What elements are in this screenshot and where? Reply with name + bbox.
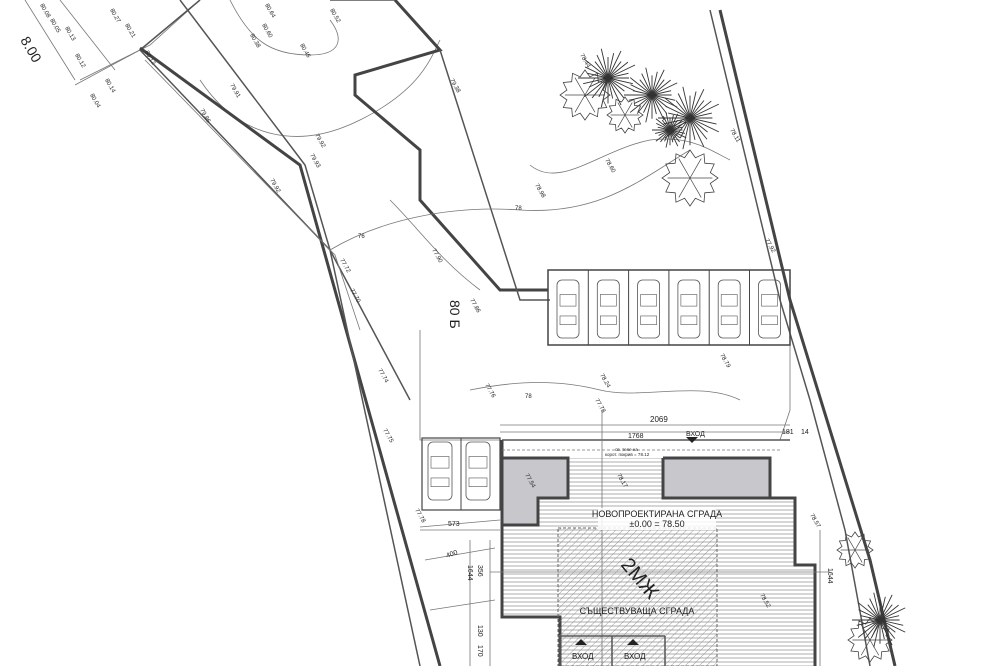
spot-elevation: 77.75 <box>381 428 394 445</box>
road-width-label: 8.00 <box>17 34 45 66</box>
spot-elevation: 77.78 <box>593 398 606 415</box>
parking-space <box>758 279 781 339</box>
ground-note: св. теле на <box>615 447 638 452</box>
entrance-arrow-icon <box>575 639 587 645</box>
dimension-356: 356 <box>476 565 483 577</box>
tree-icon <box>578 48 636 108</box>
spot-elevation: 77.72 <box>338 258 351 275</box>
spot-elevation: 79.38 <box>448 78 461 95</box>
shrub-icon <box>661 149 719 207</box>
spot-elevation: 77.90 <box>430 248 443 265</box>
svg-text:ВХОД: ВХОД <box>572 652 594 661</box>
parking-space <box>637 279 660 339</box>
spot-elevation: 78.79 <box>718 353 731 370</box>
entrance-arrow-icon <box>686 437 698 443</box>
car-icon <box>465 441 491 501</box>
ground-note: корот. покрив = 78.12 <box>605 452 650 457</box>
entrance-arrow-icon <box>627 639 639 645</box>
car-icon <box>717 279 741 339</box>
plot-number: 80 Б <box>447 300 463 329</box>
spot-elevation: 80.12 <box>73 53 86 70</box>
spot-elevation: 77.74 <box>376 368 389 385</box>
parking-space <box>596 279 620 339</box>
entrance-bottom-2: ВХОД <box>624 639 646 661</box>
spot-elevation: 80.64 <box>263 3 276 20</box>
spot-elevation: 80.13 <box>63 26 76 43</box>
parking-row <box>547 269 791 346</box>
tree-icon <box>624 67 678 123</box>
car-icon <box>637 279 660 339</box>
dimension-170: 170 <box>476 645 483 657</box>
contour-label: 78 <box>515 206 522 212</box>
spot-elevation: 80.21 <box>123 23 136 40</box>
spot-elevation: 80.52 <box>328 8 341 25</box>
spot-elevation: 78.24 <box>598 373 611 390</box>
tree-icon <box>652 112 687 148</box>
dimension-181: 181 <box>782 429 794 436</box>
spot-elevation: 80.08 <box>38 3 51 20</box>
car-icon <box>758 279 781 339</box>
car-icon <box>596 279 620 339</box>
spot-elevation: 80.05 <box>48 18 61 35</box>
new-building-label: НОВОПРОЕКТИРАНА СГРАДА <box>592 509 722 519</box>
dimension-2069: 2069 <box>650 415 668 424</box>
contour-label: 78 <box>525 394 532 400</box>
contour-lines <box>329 138 741 401</box>
existing-building-label: СЪЩЕСТВУВАЩА СГРАДА <box>580 606 695 616</box>
car-icon <box>556 279 580 339</box>
car-icon <box>427 441 453 501</box>
dimension-400: 400 <box>445 549 458 560</box>
dimension-14: 14 <box>801 429 809 436</box>
parking-space <box>717 279 741 339</box>
dimension-1644: 1644 <box>466 565 473 581</box>
dimension-1644-right: 1644 <box>826 568 833 584</box>
entrance-bottom-1: ВХОД <box>572 639 594 661</box>
spot-elevation: 79.91 <box>228 83 241 100</box>
dimension-573: 573 <box>448 521 460 528</box>
spot-elevation: 78.44 <box>578 53 591 70</box>
spot-elevation: 78.60 <box>603 158 616 175</box>
dimension-130: 130 <box>476 625 483 637</box>
parking-space <box>556 279 580 339</box>
spot-elevation: 77.70 <box>348 288 361 305</box>
existing-building <box>557 527 718 666</box>
spot-elevation: 79.93 <box>308 153 321 170</box>
svg-text:ВХОД: ВХОД <box>686 431 705 438</box>
spot-elevation: 80.04 <box>88 93 101 110</box>
car-icon <box>677 279 701 339</box>
shrub-icon <box>606 96 644 134</box>
shrub-icon <box>836 531 874 569</box>
spot-elevation: 79.92 <box>313 133 326 150</box>
trees <box>559 48 906 663</box>
parking-left <box>421 437 501 511</box>
spot-elevation: 80.14 <box>103 78 116 95</box>
tree-icon <box>852 592 906 648</box>
spot-elevation: 80.46 <box>298 43 311 60</box>
parking-space <box>677 279 701 339</box>
svg-text:ВХОД: ВХОД <box>624 652 646 661</box>
spot-elevation: 80.27 <box>108 8 121 25</box>
spot-elevation: 80.60 <box>260 23 273 40</box>
spot-elevation: 80.38 <box>248 33 261 50</box>
shrub-icon <box>559 69 611 121</box>
spot-elevation: 77.86 <box>468 298 481 315</box>
spot-elevation: 78.98 <box>533 183 546 200</box>
contour-label: 76 <box>358 234 365 240</box>
spot-elevation: 78.57 <box>808 513 821 530</box>
entrance-top: ВХОД <box>686 431 705 443</box>
dimension-lines <box>419 424 821 666</box>
dimension-1768: 1768 <box>628 433 644 440</box>
new-building-level: ±0.00 = 78.50 <box>629 519 684 529</box>
